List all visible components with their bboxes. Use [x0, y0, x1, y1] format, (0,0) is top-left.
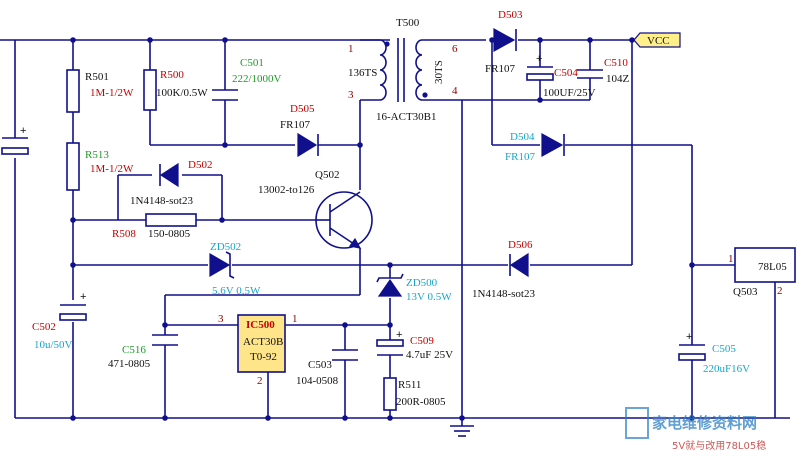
t500-pin1: 1	[348, 43, 354, 55]
c510-value: 104Z	[606, 73, 630, 85]
r513-value: 1M-1/2W	[90, 163, 134, 175]
ic-ic500: IC500 ACT30B T0-92 3 1 2	[218, 313, 298, 387]
r501-value: 1M-1/2W	[90, 87, 134, 99]
d502-value: 1N4148-sot23	[130, 195, 193, 207]
t500-primary-turns: 136TS	[348, 67, 377, 79]
d504-ref: D504	[510, 131, 535, 143]
t500-ref: T500	[396, 17, 420, 29]
resistor-r513: R513 1M-1/2W	[66, 142, 134, 191]
t500-pin4: 4	[452, 85, 458, 97]
d506-ref: D506	[508, 239, 533, 251]
r508-ref: R508	[112, 228, 136, 240]
ic500-ref: IC500	[246, 319, 275, 331]
zd500-value: 13V 0.5W	[406, 291, 452, 303]
wires	[0, 39, 790, 419]
diode-d506: D506 1N4148-sot23	[472, 239, 535, 300]
ic500-pin2: 2	[257, 375, 263, 387]
diode-d505: D505 FR107	[280, 103, 319, 158]
c501-ref: C501	[240, 57, 264, 69]
q503-pin1: 1	[728, 253, 734, 265]
c501-value: 222/1000V	[232, 73, 282, 85]
ic500-package: T0-92	[250, 351, 277, 363]
c505-value: 220uF16V	[703, 363, 750, 375]
c502-value: 10u/50V	[34, 339, 73, 351]
c502-ref: C502	[32, 321, 56, 333]
q502-value: 13002-to126	[258, 184, 315, 196]
zd502-ref: ZD502	[210, 241, 241, 253]
resistor-r511: R511 200R-0805	[383, 377, 446, 411]
capacitor-c516: C516 471-0805	[108, 334, 178, 370]
r511-value: 200R-0805	[396, 396, 446, 408]
c510-ref: C510	[604, 57, 628, 69]
svg-text:+: +	[20, 125, 26, 137]
resistor-r501: R501 1M-1/2W	[66, 69, 134, 113]
diode-d502: D502 1N4148-sot23	[130, 159, 212, 207]
t500-pin6: 6	[452, 43, 458, 55]
vcc-net-label: VCC	[633, 32, 681, 48]
watermark-title: 家电维修资料网	[652, 414, 757, 432]
svg-text:+: +	[536, 53, 542, 65]
zd500-ref: ZD500	[406, 277, 438, 289]
r501-ref: R501	[85, 71, 109, 83]
c516-ref: C516	[122, 344, 146, 356]
d505-value: FR107	[280, 119, 310, 131]
q503-value: 78L05	[758, 261, 787, 273]
r500-ref: R500	[160, 69, 184, 81]
d503-value: FR107	[485, 63, 515, 75]
resistor-r500: R500 100K/0.5W	[143, 69, 208, 111]
capacitor-c504: + C504 100UF/25V	[526, 53, 596, 99]
c509-value: 4.7uF 25V	[406, 349, 453, 361]
svg-text:+: +	[396, 329, 402, 341]
r500-value: 100K/0.5W	[156, 87, 208, 99]
t500-part: 16-ACT30B1	[376, 111, 437, 123]
d502-ref: D502	[188, 159, 212, 171]
bulk-capacitor-symbol: +	[1, 125, 29, 155]
ground-icon	[450, 418, 474, 437]
capacitor-c509: + C509 4.7uF 25V	[376, 329, 453, 361]
regulator-q503: 78L05 Q503 1 2	[728, 247, 796, 298]
vcc-label: VCC	[647, 35, 670, 47]
d503-ref: D503	[498, 9, 523, 21]
ic500-pin3: 3	[218, 313, 224, 325]
transistor-q502: Q502 13002-to126	[258, 169, 373, 249]
diode-d504: D504 FR107	[505, 131, 565, 163]
c516-value: 471-0805	[108, 358, 151, 370]
d505-ref: D505	[290, 103, 315, 115]
diode-d503: D503 FR107	[485, 9, 523, 75]
svg-text:+: +	[686, 331, 692, 343]
q503-ref: Q503	[733, 286, 758, 298]
watermark: 家电维修资料网 5V就与改用78L05稳	[625, 407, 766, 452]
ic500-pin1: 1	[292, 313, 298, 325]
ic500-part: ACT30B	[243, 336, 283, 348]
c505-ref: C505	[712, 343, 736, 355]
capacitor-c501: C501 222/1000V	[212, 57, 282, 101]
zener-zd500: ZD500 13V 0.5W	[376, 273, 452, 303]
t500-secondary-turns: 30TS	[433, 60, 445, 84]
r508-value: 150-0805	[148, 228, 191, 240]
d506-value: 1N4148-sot23	[472, 288, 535, 300]
c504-ref: C504	[554, 67, 578, 79]
transformer-t500: T500 1 3 6 4 136TS 30TS 16-ACT30B1	[348, 17, 458, 123]
t500-pin3: 3	[348, 89, 354, 101]
zd502-value: 5.6V 0.5W	[212, 285, 261, 297]
c504-value: 100UF/25V	[543, 87, 596, 99]
c503-ref: C503	[308, 359, 332, 371]
zener-zd502: ZD502 5.6V 0.5W	[209, 241, 261, 297]
r511-ref: R511	[398, 379, 421, 391]
c509-ref: C509	[410, 335, 434, 347]
d504-value: FR107	[505, 151, 535, 163]
capacitor-c502: + C502 10u/50V	[32, 291, 87, 351]
capacitor-c503: C503 104-0508	[296, 349, 358, 387]
capacitor-c510: C510 104Z	[577, 57, 630, 85]
capacitor-c505: + C505 220uF16V	[678, 331, 750, 375]
svg-text:+: +	[80, 291, 86, 303]
resistor-r508: R508 150-0805	[112, 213, 197, 240]
watermark-subtitle: 5V就与改用78L05稳	[672, 439, 766, 452]
c503-value: 104-0508	[296, 375, 339, 387]
q502-ref: Q502	[315, 169, 339, 181]
r513-ref: R513	[85, 149, 109, 161]
q503-pin2: 2	[777, 285, 783, 297]
